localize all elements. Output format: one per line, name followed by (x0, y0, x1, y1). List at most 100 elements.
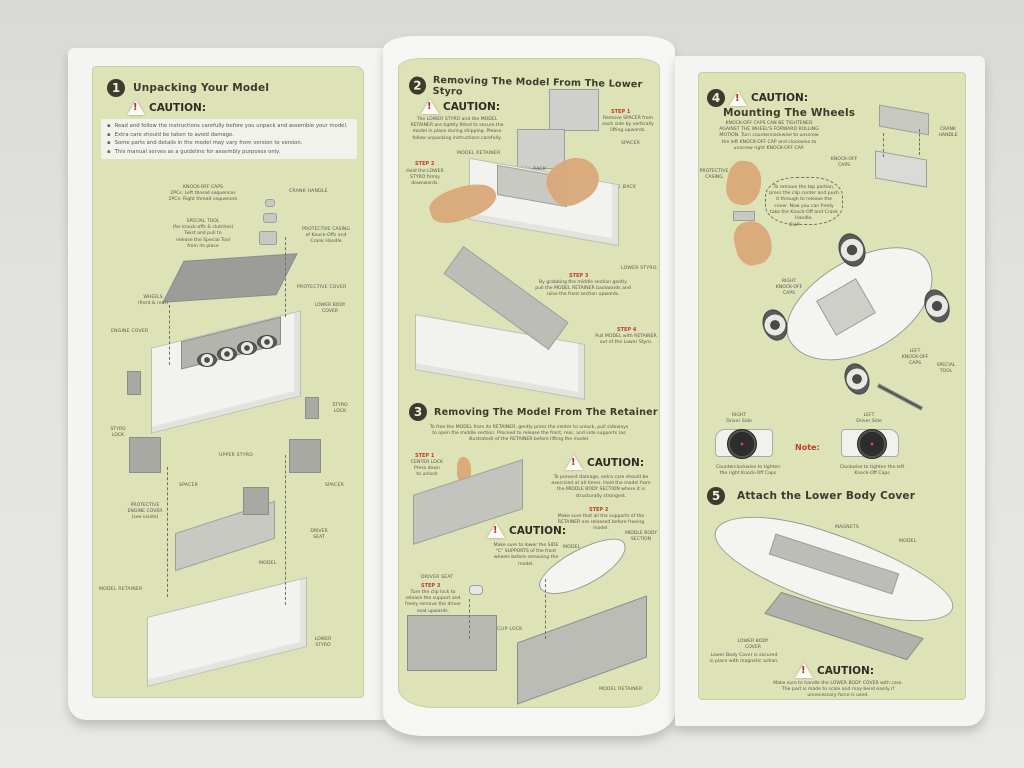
casing-top-part (879, 104, 929, 136)
note-label: Note: (795, 443, 820, 452)
caution-text: KNOCK-OFF CAPS CAN BE TIGHTENED AGAINST … (719, 121, 819, 151)
knock-off-caps-part (263, 213, 277, 223)
label-lower-body-cover: LOWER BODY COVER (737, 639, 769, 651)
label-spacer-left: SPACER (179, 483, 198, 488)
step-4-text: Pull MODEL with RETAINER out of the Lowe… (595, 334, 657, 346)
lower-styro-part (147, 577, 307, 687)
assembly-guide-line (469, 599, 470, 639)
label-protective-cover: PROTECTIVE COVER (297, 285, 347, 290)
caution-heading: CAUTION: (421, 99, 500, 114)
driver-seat-part (469, 585, 483, 595)
label-lower-styro: LOWER STYRO (314, 637, 332, 649)
label-special-tool: SPECIAL TOOL (for knock-offs & clutches)… (172, 219, 234, 249)
label-left-driver-side: LEFT Driver Side (856, 413, 882, 425)
caution-heading: CAUTION: (795, 663, 874, 678)
hand-illustration (730, 217, 776, 269)
left-wheel-knock-off-icon (857, 429, 887, 459)
right-wheel-knock-off-icon (727, 429, 757, 459)
spacer-part-right (289, 439, 321, 473)
caution-label: CAUTION: (443, 100, 501, 113)
warning-triangle-icon (421, 99, 439, 114)
label-crank-handle: CRANK HANDLE (289, 189, 328, 194)
caution-label: CAUTION: (817, 664, 875, 677)
protective-casing-part (259, 231, 277, 245)
step-3-text: Turn the clip lock to release the suppor… (405, 590, 461, 614)
label-knock-off-caps: KNOCK-OFF CAPS (830, 157, 858, 169)
casing-instructions: To remove the top portion, press the cli… (769, 185, 839, 221)
label-middle-body-section: MIDDLE BODY SECTION (624, 531, 658, 543)
caution-label: CAUTION: (587, 456, 645, 469)
wheel-part (758, 305, 792, 345)
caution-list: Read and follow the instructions careful… (101, 119, 357, 159)
caution-heading: CAUTION: (487, 523, 566, 538)
step-1-text: Remove SPACER from each side by vertical… (602, 116, 654, 134)
wheel-part (197, 353, 217, 367)
panel-right: 4 CAUTION: Mounting The Wheels KNOCK-OFF… (698, 72, 966, 700)
label-protective-casing: PROTECTIVE CASING (699, 169, 729, 181)
label-right-driver-side: RIGHT Driver Side (726, 413, 752, 425)
assembly-guide-line (167, 467, 168, 597)
left-tighten-caption: Clockwise to tighten the left Knock-Off … (839, 465, 905, 477)
label-spacer-right: SPACER (325, 483, 344, 488)
styro-lock-part-right (305, 397, 319, 419)
label-spacer: SPACER (621, 141, 640, 146)
step-3-label: STEP 3 (421, 583, 441, 589)
step-1-text: CENTER LOCK Press down to unlock (410, 460, 444, 478)
label-model-retainer: MODEL RETAINER (457, 151, 501, 156)
assembly-guide-line (883, 133, 884, 157)
wheel-part (237, 341, 257, 355)
label-upper-styro: UPPER STYRO (219, 453, 253, 458)
spacer-part (517, 129, 565, 169)
warning-triangle-icon (487, 523, 505, 538)
caution-text: The LOWER STYRO and the MODEL RETAINER a… (410, 117, 504, 141)
pull-back-arrow-label: Pull Back (609, 185, 637, 190)
retainer-rear-part (407, 615, 497, 671)
spacer-part-left (129, 437, 161, 473)
panel-unpacking: 1 Unpacking Your Model CAUTION: Read and… (92, 66, 364, 698)
step-3-label: STEP 3 (569, 273, 589, 279)
panel-middle: 2 Removing The Model From The Lower Styr… (398, 58, 660, 708)
caution-label: CAUTION: (149, 101, 207, 114)
label-magnets: MAGNETS (835, 525, 860, 530)
label-styro-lock-left: STYRO LOCK (110, 427, 126, 439)
warning-triangle-icon (565, 455, 583, 470)
label-left-knock-off-caps: LEFT KNOCK-OFF CAPS (901, 349, 929, 367)
wheel-part (840, 359, 874, 399)
section-title: Removing The Model From The Lower Styro (432, 74, 643, 98)
label-model-retainer: MODEL RETAINER (99, 587, 143, 592)
warning-triangle-icon (127, 100, 145, 115)
crank-handle-part (265, 199, 275, 207)
caution-item: Extra care should be taken to avoid dama… (107, 131, 351, 140)
section-header-1: 1 Unpacking Your Model (107, 79, 269, 97)
hand-illustration (723, 158, 765, 208)
driver-seat-retainer-part (243, 487, 269, 515)
label-protective-casing: PROTECTIVE CASING of Knock-Offs and Cran… (302, 227, 350, 245)
wheel-part (257, 335, 277, 349)
step-number-badge: 3 (409, 403, 427, 421)
label-knock-off-caps: KNOCK-OFF CAPS 2PCs: Left thread sequenc… (168, 185, 238, 203)
caution-text: Make sure to handle the LOWER BODY COVER… (773, 681, 903, 699)
warning-triangle-icon (795, 663, 813, 678)
step-4-label: STEP 4 (617, 327, 637, 333)
cover-magnet-text: Lower Body Cover is secured in place wit… (709, 653, 779, 665)
caution-item: This manual serves as a guideline for as… (107, 148, 351, 157)
label-clip-lock: CLIP LOCK (497, 627, 523, 632)
caution-heading: CAUTION: (127, 100, 206, 115)
step-number-badge: 1 (107, 79, 125, 97)
label-right-knock-off-caps: RIGHT KNOCK-OFF CAPS (775, 279, 803, 297)
step-1-label: STEP 1 (611, 109, 631, 115)
caution-label: CAUTION: (509, 524, 567, 537)
section-title: Attach the Lower Body Cover (737, 490, 916, 502)
wheel-part (217, 347, 237, 361)
step-number-badge: 4 (707, 89, 725, 107)
label-special-tool: SPECIAL TOOL (936, 363, 956, 375)
caution-label: CAUTION: (751, 92, 809, 104)
section-header-5: 5 Attach the Lower Body Cover (707, 487, 915, 505)
assembly-guide-line (919, 129, 920, 155)
section-header-3: 3 Removing The Model From The Retainer (409, 403, 658, 421)
warning-triangle-icon (729, 90, 747, 106)
section-title: Removing The Model From The Retainer (434, 406, 658, 418)
callout-bubble (765, 177, 843, 225)
assembly-guide-line (169, 305, 170, 365)
caution-heading: CAUTION: (565, 455, 644, 470)
